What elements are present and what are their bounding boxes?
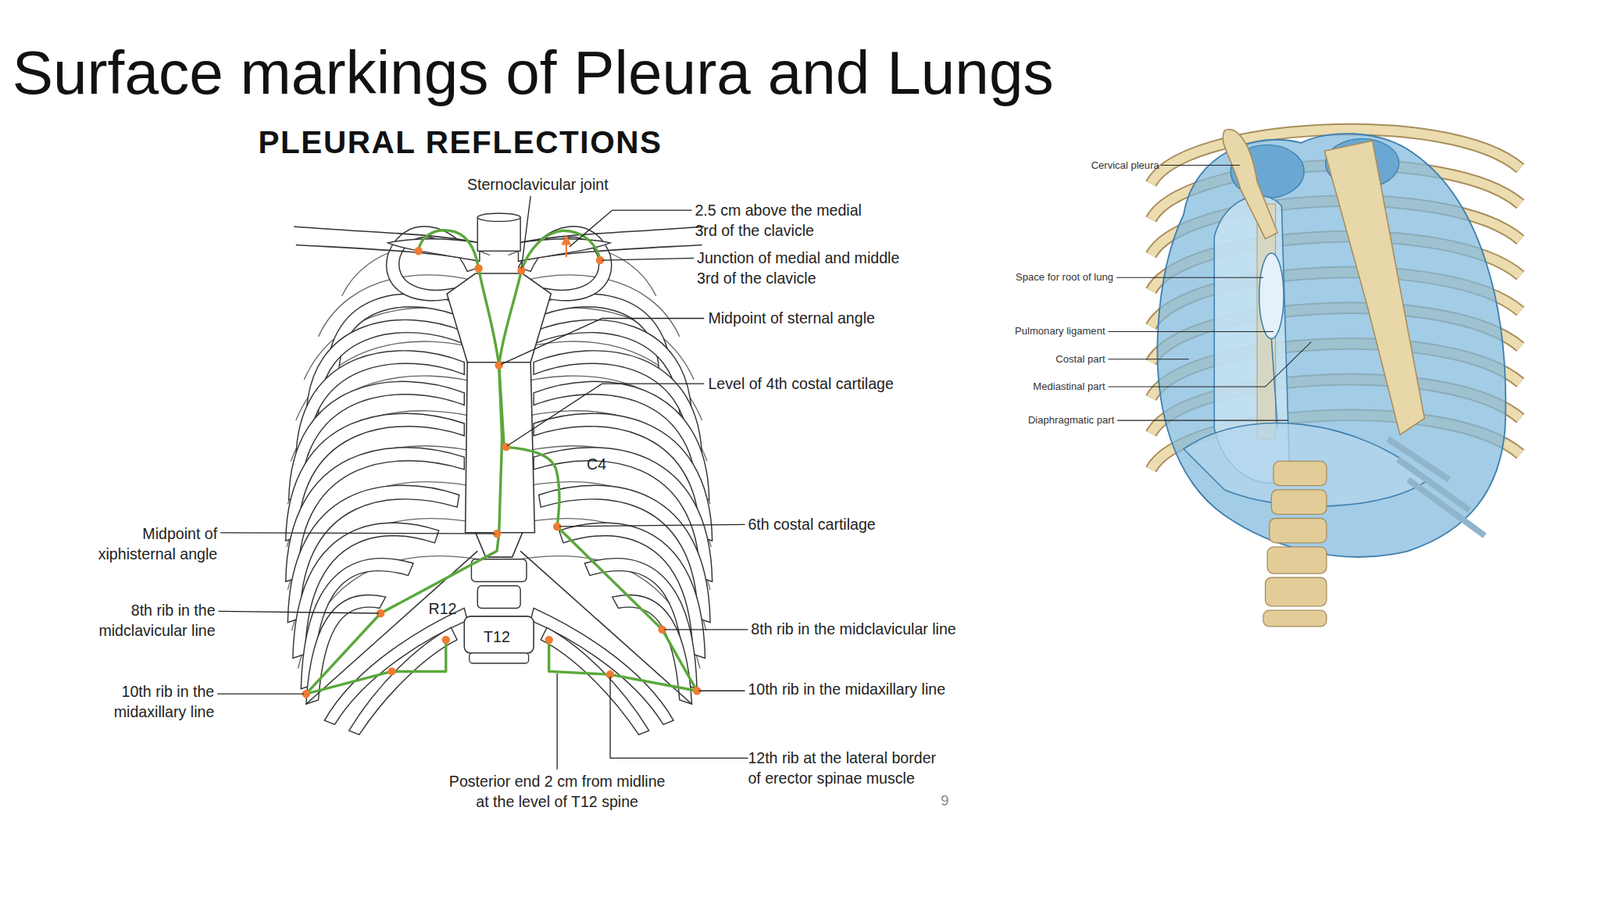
vertebra	[1265, 577, 1327, 607]
annotation-label: 10th rib in the midaxillary line	[747, 679, 946, 700]
vertebra	[471, 559, 527, 583]
rib-number: C4	[586, 453, 607, 475]
vertebra	[469, 653, 529, 664]
annotation-label: 8th rib in the midclavicular line	[87, 600, 215, 641]
pleural-reflection-line	[499, 230, 697, 691]
leader-line	[1107, 331, 1274, 333]
annotation-label: Level of 4th costal cartilage	[707, 373, 893, 394]
vertebra	[1263, 610, 1327, 627]
leader-line	[610, 676, 748, 758]
annotation-label: 8th rib in the midclavicular line	[750, 619, 956, 640]
clavicle	[387, 239, 480, 261]
annotation-label: 12th rib at the lateral border of erecto…	[747, 747, 947, 789]
rib	[349, 627, 458, 735]
leader-line	[521, 196, 531, 269]
vertebra	[1267, 546, 1327, 574]
landmark-point	[414, 246, 422, 255]
annotation-label: Midpoint of xiphisternal angle	[79, 523, 218, 565]
figure-label: Pulmonary ligament	[1014, 324, 1105, 339]
figure-label: Mediastinal part	[1032, 379, 1105, 394]
leader-line	[507, 383, 704, 447]
leader-line	[218, 610, 379, 614]
slide-title: Surface markings of Pleura and Lungs	[12, 39, 1054, 109]
landmark-point	[494, 360, 503, 369]
landmark-point	[387, 667, 396, 675]
figure-label: Space for root of lung	[1015, 270, 1114, 285]
landmark-point	[544, 635, 553, 644]
leader-line	[559, 524, 746, 527]
pulmonary-ligament	[1271, 339, 1278, 429]
annotation-label: Sternoclavicular joint	[435, 174, 640, 195]
annotation-label: Posterior end 2 cm from midline at the l…	[444, 771, 669, 812]
leader-line	[1117, 420, 1288, 422]
sternum	[1324, 140, 1425, 435]
annotation-label: 6th costal cartilage	[747, 514, 875, 535]
landmark-points	[302, 246, 702, 698]
figure-label: Costal part	[1055, 352, 1105, 367]
pleura-illustration	[1107, 129, 1521, 627]
rib	[289, 381, 465, 500]
leader-line	[1116, 277, 1264, 279]
costal-cartilage	[1387, 439, 1485, 536]
vertebra	[464, 616, 534, 654]
vertebra	[1269, 518, 1327, 543]
pleural-sac	[1157, 133, 1506, 558]
section-heading: PLEURAL REFLECTIONS	[257, 123, 662, 163]
landmark-point	[474, 264, 483, 272]
leader-line	[556, 673, 558, 770]
figure-label: Diaphragmatic part	[1028, 413, 1115, 428]
leader-lines	[1107, 165, 1311, 422]
page-number: 9	[940, 790, 949, 810]
figure-label: Cervical pleura	[1091, 157, 1160, 172]
leader-line	[1107, 358, 1189, 360]
vertebra	[477, 217, 521, 251]
clavicle	[1222, 129, 1278, 240]
vertebra	[1273, 460, 1327, 486]
annotation-label: Midpoint of sternal angle	[707, 307, 875, 329]
leader-line	[500, 318, 704, 365]
landmark-point	[442, 635, 450, 644]
leader-line	[569, 210, 693, 247]
leader-line	[1107, 342, 1311, 387]
landmark-point	[502, 442, 511, 451]
leader-lines	[217, 196, 748, 770]
rib-number: R12	[428, 599, 458, 620]
leader-line	[1160, 164, 1240, 166]
annotation-label: Junction of medial and middle 3rd of the…	[696, 247, 911, 289]
height-arrow	[560, 234, 572, 245]
vertebra	[1271, 489, 1327, 515]
leader-line	[664, 628, 748, 630]
leader-line	[699, 690, 746, 692]
annotation-label: 2.5 cm above the medial 3rd of the clavi…	[694, 200, 874, 241]
leader-line	[220, 532, 495, 534]
vertebra-label: T12	[483, 626, 511, 647]
vertebra	[477, 585, 521, 609]
leader-line	[602, 257, 695, 261]
leader-line	[217, 693, 304, 695]
rib	[285, 413, 465, 541]
lung-root-space	[1259, 253, 1284, 340]
vertebra	[477, 213, 521, 222]
pleural-reflection-line	[306, 230, 503, 694]
height-arrow	[565, 242, 568, 258]
annotation-label: 10th rib in the midaxillary line	[96, 681, 215, 722]
